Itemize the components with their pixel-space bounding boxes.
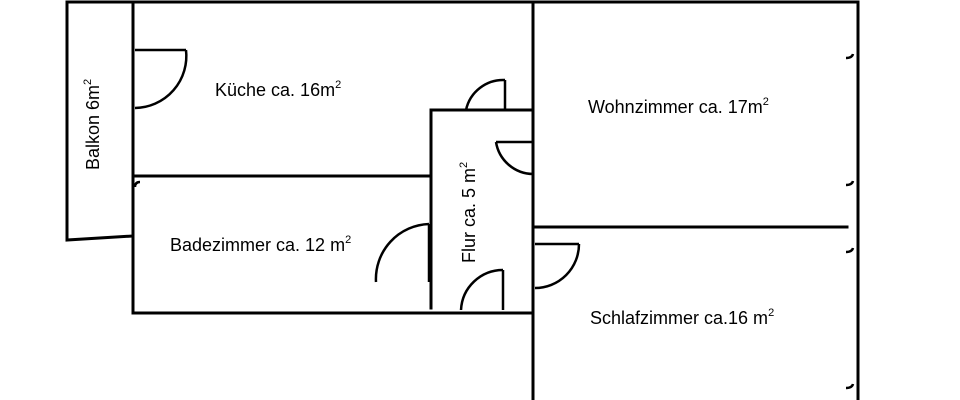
balkon-door bbox=[134, 48, 188, 110]
balkon-label: Balkon 6m2 bbox=[82, 79, 103, 170]
bad-flur-door bbox=[374, 222, 431, 283]
balcony-outline bbox=[65, 0, 135, 242]
kueche-flur-door bbox=[464, 78, 507, 111]
schlaf-flur-door bbox=[534, 242, 581, 290]
wohn-flur-door bbox=[494, 140, 534, 176]
flur-entry-door bbox=[459, 268, 505, 311]
outer-walls bbox=[65, 0, 860, 400]
badezimmer-label: Badezimmer ca. 12 m2 bbox=[170, 234, 351, 255]
wohnzimmer-label: Wohnzimmer ca. 17m2 bbox=[588, 96, 769, 117]
flur-label: Flur ca. 5 m2 bbox=[458, 162, 479, 263]
inner-walls bbox=[131, 0, 849, 315]
schlafzimmer-label: Schlafzimmer ca.16 m2 bbox=[590, 307, 774, 328]
kueche-label: Küche ca. 16m2 bbox=[215, 79, 341, 100]
window-marks bbox=[133, 53, 855, 390]
